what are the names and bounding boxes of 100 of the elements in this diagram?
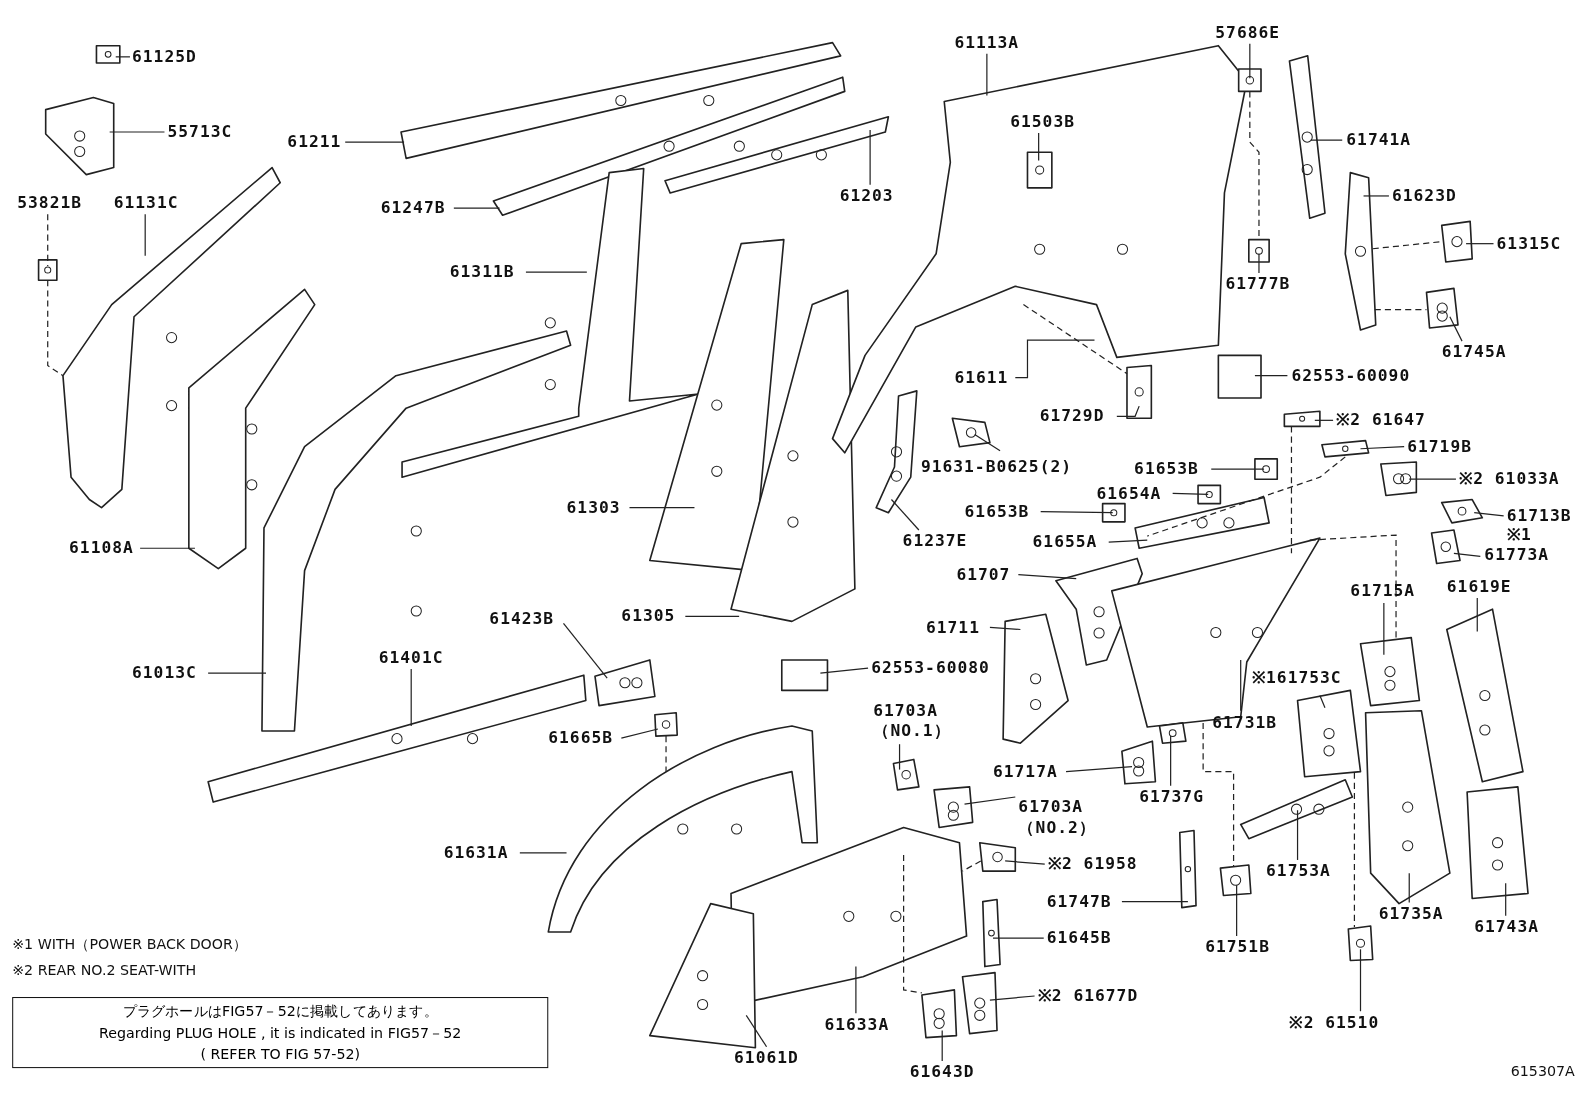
leader-line	[684, 615, 740, 617]
body-panel-part	[1237, 68, 1262, 93]
leader-line	[628, 507, 696, 509]
part-number: 91631-B0625(2)	[920, 456, 1072, 478]
part-number: 61703A	[1018, 797, 1085, 818]
part-number: 61108A	[69, 538, 134, 559]
leader-line	[855, 965, 857, 1014]
leader-line	[410, 668, 412, 727]
leader-line	[344, 141, 405, 143]
leader-line	[941, 1029, 943, 1062]
part-number: 61711	[925, 617, 980, 638]
assembly-line	[1202, 722, 1235, 867]
part-number: 61735A	[1378, 903, 1444, 924]
part-number: 61753A	[1266, 860, 1331, 882]
part-number: 61703A	[873, 700, 939, 721]
part-number: 61731B	[1212, 712, 1278, 734]
leader-line	[1296, 809, 1299, 861]
figure-number: 615307A	[1510, 1063, 1575, 1080]
assembly-line	[47, 279, 64, 377]
leader-line	[986, 53, 988, 97]
part-number: ※2 61033A	[1459, 469, 1560, 490]
part-number: 61745A	[1441, 342, 1507, 363]
part-number: 61305	[621, 606, 676, 627]
leader-line	[1038, 132, 1040, 162]
part-number: 61423B	[489, 609, 555, 630]
part-number: 61643D	[909, 1062, 975, 1083]
body-panel-part	[1380, 461, 1418, 497]
leader-line	[47, 213, 49, 267]
assembly-line	[1146, 456, 1346, 537]
leader-line	[1249, 43, 1251, 79]
part-number: 61653B	[1134, 458, 1199, 480]
body-panel-part	[1344, 171, 1377, 331]
leader-line	[890, 498, 920, 531]
part-number: 61773A	[1484, 545, 1550, 566]
part-number: 61713B	[1506, 505, 1572, 526]
assembly-line	[665, 735, 667, 773]
leader-line	[1004, 860, 1046, 865]
leader-line	[1310, 139, 1343, 141]
body-panel-part	[1219, 864, 1252, 897]
leader-line	[109, 131, 166, 133]
part-number: ※2 61510	[1289, 1013, 1380, 1034]
part-number: 61633A	[824, 1014, 890, 1035]
part-number: 61611	[954, 367, 1009, 388]
body-panel-part	[594, 659, 656, 707]
leader-line	[1314, 419, 1334, 421]
part-number: 61743A	[1474, 916, 1539, 938]
body-panel-part	[951, 417, 991, 448]
body-panel-part	[1239, 778, 1354, 840]
body-panel-part	[1178, 829, 1197, 909]
part-number: 61013C	[132, 663, 197, 684]
body-panel-part	[654, 711, 678, 737]
leader-line	[992, 937, 1045, 939]
body-panel-part	[649, 238, 785, 572]
body-panel-part	[961, 971, 998, 1035]
leader-line	[207, 672, 267, 674]
part-number: 61401C	[378, 647, 444, 669]
leader-line	[1240, 659, 1242, 712]
part-number: 61719B	[1407, 436, 1472, 457]
leader-line	[144, 213, 146, 257]
leader-line	[1121, 901, 1189, 903]
part-number: 61707	[956, 564, 1011, 585]
part-number: 61315C	[1496, 233, 1562, 254]
body-panel-part	[649, 902, 757, 1049]
body-panel-part	[1321, 439, 1370, 458]
leader-line	[1116, 405, 1140, 417]
body-panel-part	[1440, 498, 1484, 524]
part-number: 61741A	[1346, 129, 1412, 151]
leader-line	[1170, 735, 1172, 787]
leader-line	[1359, 446, 1405, 450]
part-number: 61211	[287, 132, 342, 153]
part-number: 57686E	[1215, 22, 1281, 43]
part-number: 61623D	[1392, 185, 1457, 207]
part-number: 61653B	[964, 501, 1030, 522]
part-number: ※161753C	[1251, 668, 1342, 689]
part-number: 61247B	[380, 198, 446, 219]
leader-line	[1017, 574, 1077, 580]
leader-line	[1258, 253, 1260, 274]
leader-line	[1408, 872, 1410, 904]
leader-line	[1108, 539, 1148, 543]
leader-line	[1254, 375, 1288, 377]
part-number: 61717A	[992, 761, 1058, 782]
part-number: 61729D	[1039, 406, 1105, 427]
footnote: ※1 WITH（POWER BACK DOOR）	[12, 936, 248, 955]
leader-line	[1383, 602, 1385, 656]
part-number: ※2 61958	[1047, 853, 1138, 875]
body-panel-part	[978, 841, 1017, 872]
part-number: 61777B	[1225, 274, 1291, 295]
leader-line	[1014, 339, 1096, 379]
part-number: 61113A	[954, 32, 1020, 53]
body-panel-part	[875, 390, 918, 514]
assembly-line	[1374, 309, 1428, 311]
assembly-line	[1022, 303, 1128, 375]
leader-line	[1172, 492, 1209, 496]
leader-line	[898, 743, 901, 771]
part-number: 61654A	[1096, 483, 1162, 504]
body-panel-part	[1288, 55, 1326, 220]
part-number: 61303	[566, 497, 621, 518]
body-panel-part	[933, 786, 974, 829]
leader-line	[562, 622, 608, 679]
leader-line	[115, 56, 131, 58]
